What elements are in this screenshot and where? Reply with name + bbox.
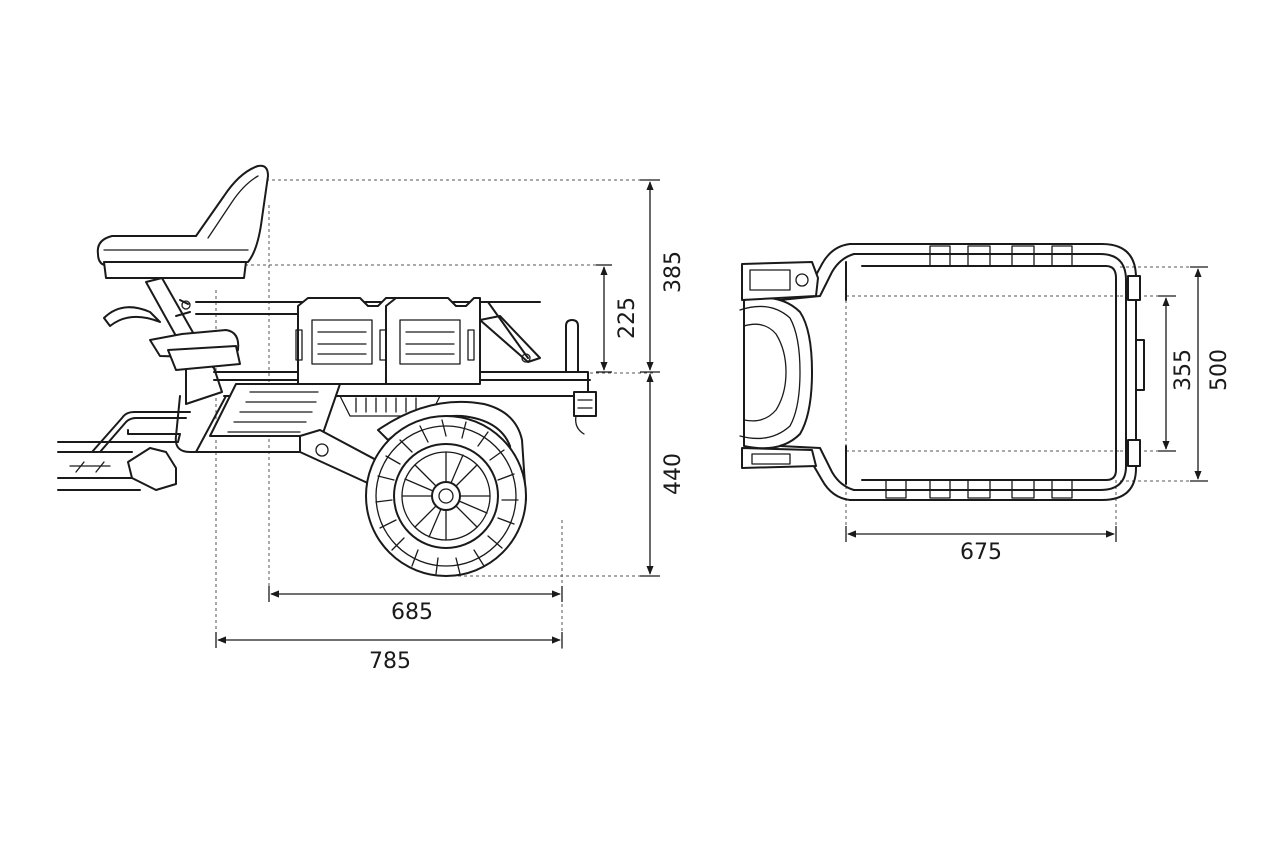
dim-wheel-to-rear-length: 685 [268, 586, 563, 625]
dim-label-440: 440 [661, 453, 686, 495]
dim-frame-length: 675 [845, 526, 1117, 565]
rear-light [565, 319, 597, 435]
dim-label-785: 785 [369, 649, 411, 674]
top-seat [739, 296, 813, 450]
dim-inner-width: 355 [1158, 295, 1196, 452]
dim-label-500: 500 [1207, 349, 1232, 391]
dim-label-385: 385 [661, 251, 686, 293]
cargo-cans [295, 297, 481, 385]
wheel-spokes [401, 451, 491, 541]
dim-label-685: 685 [391, 600, 433, 625]
top-rail-blocks [885, 245, 1073, 499]
top-hitch [741, 261, 819, 469]
tow-bar [57, 411, 191, 491]
top-frame [849, 243, 1145, 501]
side-view: 385 225 440 685 785 [57, 164, 686, 674]
main-frame [174, 301, 591, 453]
wheel [365, 415, 527, 577]
dim-label-355: 355 [1171, 349, 1196, 391]
dim-label-225: 225 [615, 297, 640, 339]
dim-label-675: 675 [960, 540, 1002, 565]
dim-frame-to-cargo-height: 225 [596, 264, 640, 373]
dim-wheel-to-frame-height: 440 [640, 373, 686, 577]
top-front-arms [779, 243, 855, 501]
top-view: 500 355 675 [739, 243, 1232, 565]
dim-seat-top-height: 385 [640, 179, 686, 373]
seat-post [103, 277, 241, 405]
tire-tread [375, 419, 519, 575]
dim-outer-width: 500 [1190, 266, 1232, 482]
dim-overall-length: 785 [215, 632, 563, 674]
seat [96, 164, 269, 279]
